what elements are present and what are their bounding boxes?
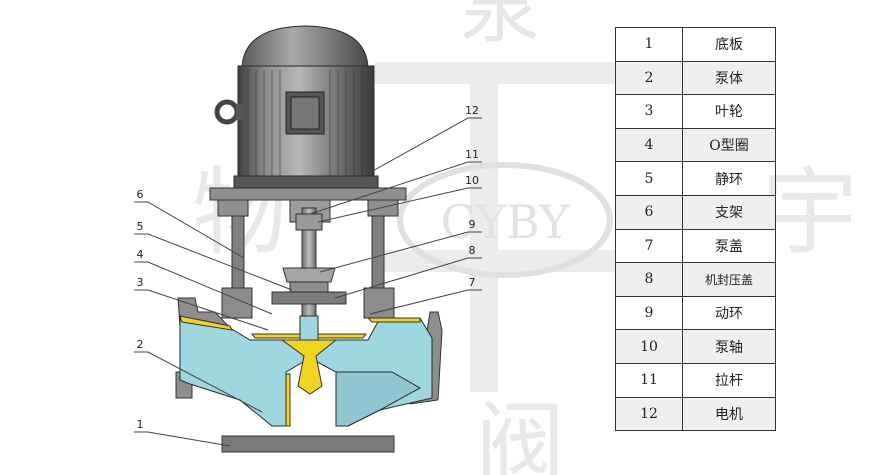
part-name: 电机 <box>682 396 776 432</box>
lifting-eye <box>214 99 240 125</box>
watermark-logo-ring <box>397 162 613 278</box>
part-number: 8 <box>615 262 683 297</box>
pump-diagram: 1 2 3 4 5 6 7 8 9 10 11 12 <box>134 25 482 453</box>
callout-6: 6 <box>137 188 144 201</box>
callout-7: 7 <box>469 276 476 289</box>
part-name: 支架 <box>682 194 776 230</box>
watermark-char-bottom: 阀 <box>475 392 565 475</box>
callout-8: 8 <box>469 244 476 257</box>
part-name: 泵盖 <box>682 228 776 264</box>
part-name: 泵体 <box>682 60 776 96</box>
watermark-char-right: 宇 <box>762 158 857 268</box>
part-name: O型圈 <box>682 127 776 163</box>
callout-1: 1 <box>137 418 144 431</box>
part-name: 静环 <box>682 161 776 196</box>
callout-10: 10 <box>465 174 479 187</box>
callout-2: 2 <box>137 338 144 351</box>
callout-11: 11 <box>465 148 479 161</box>
part-name: 动环 <box>682 295 776 331</box>
mechanical-seal <box>271 267 347 305</box>
part-number: 1 <box>615 27 683 62</box>
part-name: 拉杆 <box>682 362 776 398</box>
part-number: 10 <box>615 329 683 364</box>
part-name: 底板 <box>682 27 776 62</box>
callout-5: 5 <box>137 220 144 233</box>
part-number: 7 <box>615 228 683 264</box>
part-number: 9 <box>615 295 683 331</box>
part-number: 11 <box>615 362 683 398</box>
callout-9: 9 <box>469 218 476 231</box>
watermark-logo-text: CYBY <box>441 195 571 249</box>
part-number: 6 <box>615 194 683 230</box>
part-number: 12 <box>615 396 683 432</box>
base-plate <box>221 435 395 453</box>
callout-12: 12 <box>465 104 479 117</box>
callout-3: 3 <box>137 276 144 289</box>
part-number: 5 <box>615 161 683 196</box>
part-name: 机封压盖 <box>682 262 776 297</box>
support-bracket <box>221 215 395 319</box>
liquid-chamber <box>179 315 433 427</box>
impeller <box>179 315 421 427</box>
part-number: 3 <box>615 94 683 129</box>
callout-4: 4 <box>137 248 144 261</box>
part-name: 泵轴 <box>682 329 776 364</box>
watermark-char-top: 泉 <box>460 0 540 54</box>
leader-lines <box>134 117 482 447</box>
motor <box>214 25 379 189</box>
part-number: 4 <box>615 127 683 163</box>
part-number: 2 <box>615 60 683 96</box>
tie-rod-collar <box>295 213 323 231</box>
watermark-stem <box>470 62 498 392</box>
part-name: 叶轮 <box>682 94 776 129</box>
